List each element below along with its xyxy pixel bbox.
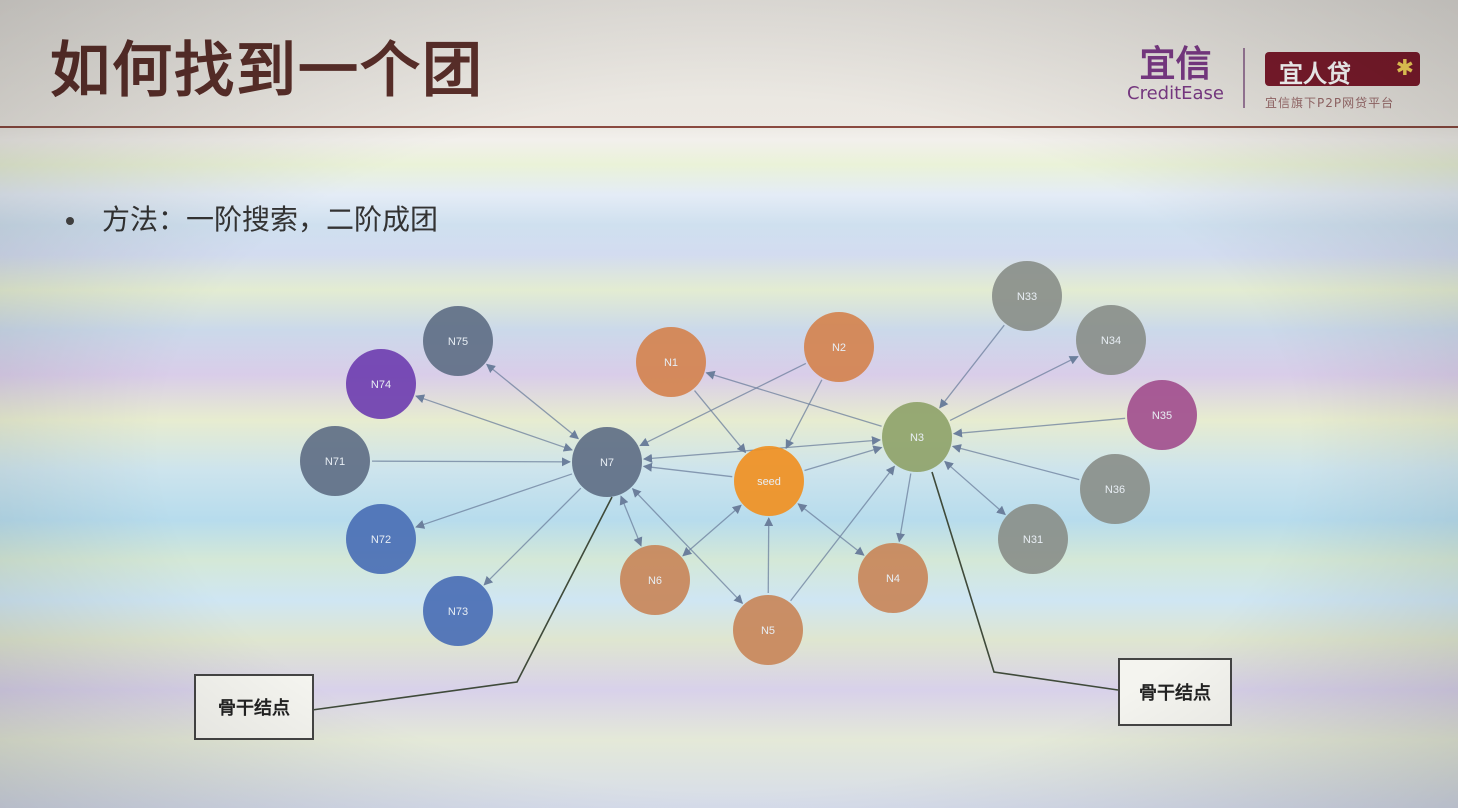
- node-N71: N71: [300, 426, 370, 496]
- node-label: N1: [664, 357, 678, 369]
- node-N1: N1: [636, 327, 706, 397]
- node-circle: [1127, 380, 1197, 450]
- bullet-dot-icon: [66, 217, 74, 225]
- edge-N5-N3: [790, 465, 895, 602]
- node-circle: [1080, 454, 1150, 524]
- creditease-logo-cn: 宜信: [1139, 44, 1212, 85]
- node-circle: [734, 446, 804, 516]
- node-label: N72: [371, 534, 391, 546]
- node-N74: N74: [346, 349, 416, 419]
- backbone-label-right-text: 骨干结点: [1139, 683, 1211, 704]
- node-circle: [733, 595, 803, 665]
- node-label: N33: [1017, 291, 1037, 303]
- node-label: N75: [448, 336, 468, 348]
- people-icon: ✱: [1395, 56, 1414, 81]
- node-label: N36: [1105, 484, 1125, 496]
- node-N31: N31: [998, 504, 1068, 574]
- edge-N7-N74: [415, 394, 573, 452]
- node-circle: [1076, 305, 1146, 375]
- edge-N5-seed: [764, 517, 774, 594]
- node-circle: [636, 327, 706, 397]
- node-N4: N4: [858, 543, 928, 613]
- edge-N3-N31: [944, 460, 1006, 516]
- node-circle: [300, 426, 370, 496]
- node-label: N35: [1152, 410, 1172, 422]
- logo-divider: [1243, 48, 1245, 108]
- edge-N1-seed: [694, 390, 747, 454]
- yirendai-tagline: 宜信旗下P2P网贷平台: [1265, 96, 1395, 110]
- edge-N7-N73: [483, 487, 582, 586]
- node-label: N7: [600, 457, 614, 469]
- node-circle: [998, 504, 1068, 574]
- backbone-label-left: 骨干结点: [194, 674, 314, 740]
- node-circle: [572, 427, 642, 497]
- node-N7: N7: [572, 427, 642, 497]
- edge-seed-N7: [642, 462, 733, 478]
- node-circle: [346, 504, 416, 574]
- node-N36: N36: [1080, 454, 1150, 524]
- node-N73: N73: [423, 576, 493, 646]
- edge-N7-N75: [486, 363, 579, 440]
- edge-N2-N7: [639, 362, 807, 447]
- header-divider: [0, 126, 1458, 128]
- edge-N35-N3: [952, 417, 1126, 438]
- edge-N3-N34: [949, 355, 1079, 422]
- bullet-text: 方法：一阶搜索，二阶成团: [102, 203, 439, 236]
- creditease-logo-en: CreditEase: [1127, 83, 1224, 104]
- node-label: N34: [1101, 335, 1121, 347]
- edge-seed-N3: [804, 445, 883, 472]
- node-circle: [858, 543, 928, 613]
- node-label: N5: [761, 625, 775, 637]
- node-N33: N33: [992, 261, 1062, 331]
- node-label: N73: [448, 606, 468, 618]
- node-N5: N5: [733, 595, 803, 665]
- creditease-logo: 宜信 CreditEase: [1118, 46, 1233, 104]
- edge-N3-N4: [896, 473, 912, 543]
- node-circle: [882, 402, 952, 472]
- node-label: N6: [648, 575, 662, 587]
- node-N34: N34: [1076, 305, 1146, 375]
- node-label: N2: [832, 342, 846, 354]
- backbone-label-left-text: 骨干结点: [218, 698, 290, 719]
- node-label: seed: [757, 476, 781, 488]
- node-label: N31: [1023, 534, 1043, 546]
- node-circle: [804, 312, 874, 382]
- callout-line-right: [931, 471, 1119, 691]
- node-N3: N3: [882, 402, 952, 472]
- node-N2: N2: [804, 312, 874, 382]
- node-N35: N35: [1127, 380, 1197, 450]
- node-N6: N6: [620, 545, 690, 615]
- edge-seed-N4: [797, 503, 865, 556]
- node-circle: [346, 349, 416, 419]
- edge-N36-N3: [951, 444, 1080, 481]
- edge-N33-N3: [939, 324, 1005, 409]
- yirendai-logo: 宜人贷 ✱: [1265, 52, 1420, 88]
- node-circle: [423, 306, 493, 376]
- yirendai-logo-text: 宜人贷: [1279, 60, 1351, 88]
- edge-N2-seed: [785, 379, 823, 450]
- callout-line-left: [311, 496, 613, 711]
- bullet-point: 方法：一阶搜索，二阶成团: [66, 198, 438, 238]
- edge-N7-N72: [415, 473, 573, 529]
- node-label: N74: [371, 379, 391, 391]
- edge-N3-N1: [705, 370, 882, 427]
- node-seed: seed: [734, 446, 804, 516]
- node-circle: [423, 576, 493, 646]
- node-label: N71: [325, 456, 345, 468]
- edge-N71-N7: [371, 457, 571, 467]
- node-N72: N72: [346, 504, 416, 574]
- node-circle: [620, 545, 690, 615]
- edge-N7-N6: [619, 495, 643, 547]
- node-label: N3: [910, 432, 924, 444]
- edge-seed-N6: [682, 504, 742, 557]
- node-circle: [992, 261, 1062, 331]
- backbone-label-right: 骨干结点: [1118, 658, 1232, 726]
- node-N75: N75: [423, 306, 493, 376]
- slide-title: 如何找到一个团: [50, 36, 484, 106]
- node-label: N4: [886, 573, 900, 585]
